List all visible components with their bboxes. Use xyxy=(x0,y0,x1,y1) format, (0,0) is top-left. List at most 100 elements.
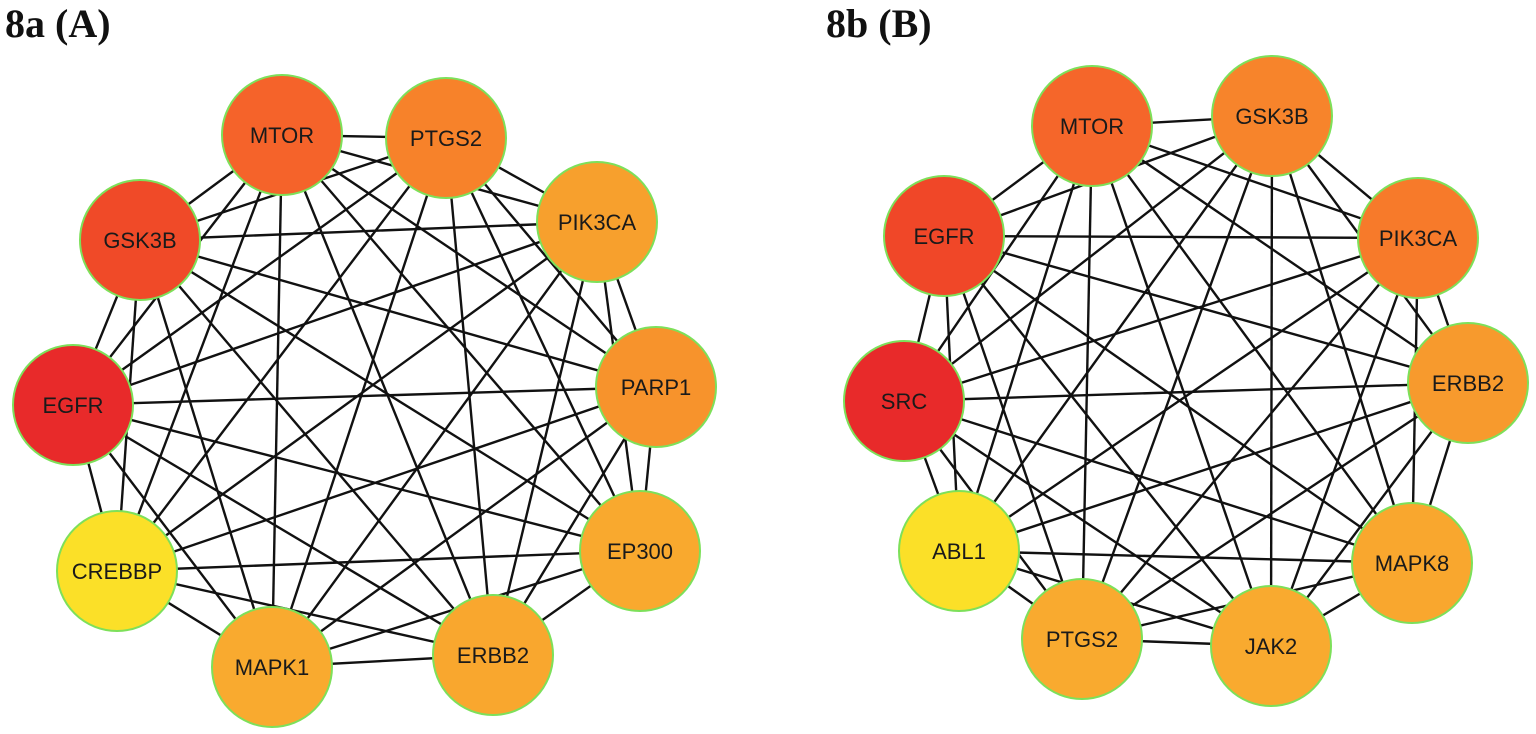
gene-node-label: PIK3CA xyxy=(558,210,637,235)
edge xyxy=(1091,125,1469,384)
gene-node-label: ERBB2 xyxy=(457,643,529,668)
edge xyxy=(281,134,641,552)
edge xyxy=(943,234,1419,240)
gene-node-circle xyxy=(843,340,965,462)
gene-node-circle xyxy=(1210,585,1332,707)
edge xyxy=(958,549,1413,565)
panel-a-title: 8a (A) xyxy=(5,1,111,46)
edge xyxy=(72,385,657,407)
edge xyxy=(1269,115,1274,647)
gene-node: MAPK1 xyxy=(211,606,333,728)
gene-node-circle xyxy=(432,594,554,716)
gene-node: PARP1 xyxy=(595,326,717,448)
gene-node: CREBBP xyxy=(56,510,178,632)
gene-node: EGFR xyxy=(12,344,134,466)
gene-node-label: EGFR xyxy=(42,393,103,418)
gene-node: ERBB2 xyxy=(1407,322,1529,444)
gene-node-circle xyxy=(12,344,134,466)
edge xyxy=(903,399,1413,565)
gene-node-circle xyxy=(1031,65,1153,187)
gene-node: ABL1 xyxy=(898,490,1020,612)
gene-node-circle xyxy=(1211,55,1333,177)
gene-node-label: MAPK1 xyxy=(235,655,310,680)
gene-node: MTOR xyxy=(1031,65,1153,187)
gene-node-label: SRC xyxy=(881,389,928,414)
gene-node-circle xyxy=(536,161,658,283)
gene-node-circle xyxy=(1407,322,1529,444)
gene-node-label: PTGS2 xyxy=(1046,627,1118,652)
edge xyxy=(1091,125,1413,564)
edge xyxy=(444,137,642,552)
edge xyxy=(942,235,1084,640)
edge xyxy=(1081,237,1419,640)
gene-node: MAPK8 xyxy=(1351,502,1473,624)
gene-node: EGFR xyxy=(883,175,1005,297)
edge xyxy=(116,549,641,573)
gene-node-label: ABL1 xyxy=(932,539,986,564)
edge xyxy=(903,115,1273,402)
edge xyxy=(139,220,598,242)
gene-node-label: MTOR xyxy=(250,123,314,148)
edge xyxy=(1269,237,1420,647)
edge xyxy=(1081,381,1469,641)
edge xyxy=(903,400,1272,647)
gene-node-circle xyxy=(221,74,343,196)
edge xyxy=(72,220,598,407)
edge xyxy=(72,403,641,553)
gene-node-circle xyxy=(1351,502,1473,624)
gene-node-circle xyxy=(579,490,701,612)
gene-node-circle xyxy=(595,326,717,448)
edge xyxy=(138,239,274,668)
edge xyxy=(271,221,598,668)
edge xyxy=(491,221,599,656)
gene-node-label: EP300 xyxy=(607,539,673,564)
gene-node: PTGS2 xyxy=(1021,578,1143,700)
gene-node: JAK2 xyxy=(1210,585,1332,707)
edge xyxy=(943,234,1469,385)
gene-node-circle xyxy=(883,175,1005,297)
edge xyxy=(1080,125,1094,640)
gene-node-label: JAK2 xyxy=(1245,634,1298,659)
edge xyxy=(116,385,657,573)
edge xyxy=(943,235,1272,647)
gene-node-label: MAPK8 xyxy=(1375,551,1450,576)
gene-node: ERBB2 xyxy=(432,594,554,716)
gene-node-label: EGFR xyxy=(913,224,974,249)
edge xyxy=(1090,125,1273,647)
gene-node: MTOR xyxy=(221,74,343,196)
edge xyxy=(139,239,494,656)
gene-node-label: PARP1 xyxy=(621,375,692,400)
gene-node-label: PTGS2 xyxy=(410,126,482,151)
gene-node-label: GSK3B xyxy=(103,228,176,253)
edge xyxy=(116,137,447,572)
edge xyxy=(116,569,494,657)
gene-node: SRC xyxy=(843,340,965,462)
gene-node-circle xyxy=(211,606,333,728)
gene-node-circle xyxy=(1357,177,1479,299)
edge xyxy=(72,403,494,657)
edges-panel-a xyxy=(71,133,658,669)
edge xyxy=(270,137,448,668)
edge xyxy=(1080,115,1274,640)
gene-node-label: ERBB2 xyxy=(1432,371,1504,396)
gene-node: PIK3CA xyxy=(1357,177,1479,299)
gene-node-circle xyxy=(56,510,178,632)
gene-node: PIK3CA xyxy=(536,161,658,283)
gene-node-label: GSK3B xyxy=(1235,104,1308,129)
edge xyxy=(281,134,657,388)
edge xyxy=(903,381,1469,403)
gene-node: EP300 xyxy=(579,490,701,612)
gene-node-label: MTOR xyxy=(1060,114,1124,139)
gene-node-circle xyxy=(385,77,507,199)
edge xyxy=(958,237,1419,552)
edge xyxy=(1270,115,1414,564)
gene-node: GSK3B xyxy=(1211,55,1333,177)
gene-node-circle xyxy=(79,179,201,301)
gene-node-circle xyxy=(898,490,1020,612)
edge xyxy=(943,235,1413,564)
gene-node-label: PIK3CA xyxy=(1379,226,1458,251)
